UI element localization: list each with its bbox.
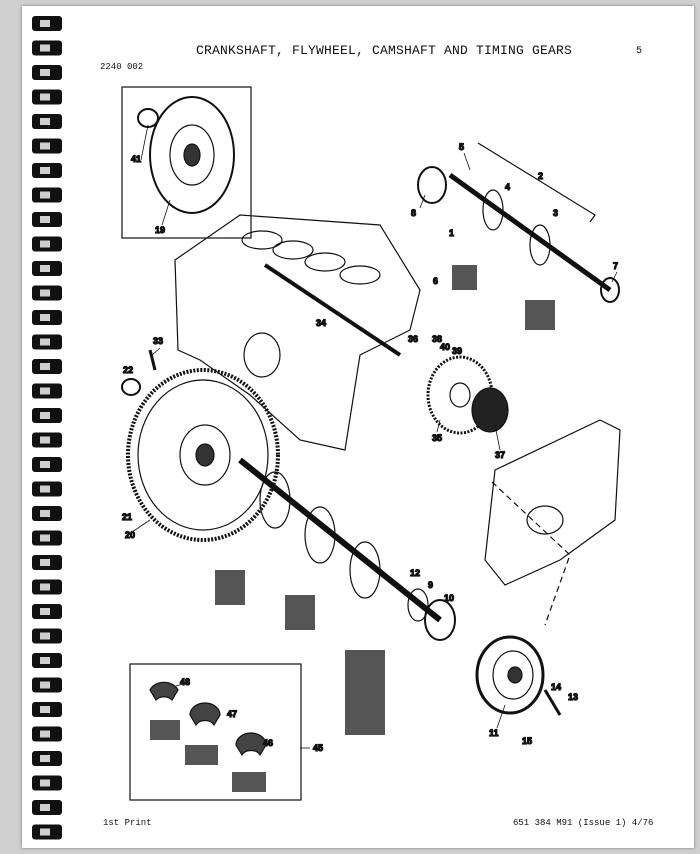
callout-47: 47 bbox=[227, 709, 237, 719]
binding-hole bbox=[40, 216, 50, 223]
flywheel-bolt bbox=[148, 349, 157, 371]
callout-35: 35 bbox=[432, 433, 442, 443]
binding-hole bbox=[40, 44, 50, 52]
callout-1: 1 bbox=[449, 228, 454, 238]
binding-hole bbox=[40, 755, 50, 762]
flywheel-ring-gear bbox=[126, 368, 280, 542]
callout-48: 48 bbox=[180, 677, 190, 687]
engine-block bbox=[174, 214, 421, 451]
timing-cover-seal bbox=[526, 505, 564, 535]
callout-12: 12 bbox=[410, 568, 420, 578]
alignment-dashed-line bbox=[491, 481, 571, 626]
binding-hole bbox=[40, 828, 50, 836]
pilot-bearing bbox=[121, 378, 141, 396]
callout-39: 39 bbox=[452, 346, 462, 356]
page-title: CRANKSHAFT, FLYWHEEL, CAMSHAFT AND TIMIN… bbox=[196, 43, 573, 58]
callout-36: 36 bbox=[408, 334, 418, 344]
binding-hole bbox=[40, 167, 50, 174]
timing-cover bbox=[484, 419, 621, 586]
binding-hole bbox=[40, 93, 50, 101]
binding-hole bbox=[40, 412, 50, 419]
callout-2: 2 bbox=[538, 171, 543, 181]
callout-14: 14 bbox=[551, 682, 561, 692]
binding-hole bbox=[40, 142, 50, 150]
binding-hole bbox=[40, 69, 50, 76]
callout-labels: 41 19 5 2 4 3 8 1 6 7 33 22 34 36 38 40 … bbox=[121, 141, 618, 753]
binding-hole bbox=[40, 20, 50, 27]
binding-hole bbox=[40, 289, 50, 297]
callout-34: 34 bbox=[316, 318, 326, 328]
binding-hole bbox=[40, 265, 50, 272]
callout-10: 10 bbox=[444, 593, 454, 603]
callout-8: 8 bbox=[411, 208, 416, 218]
binding-hole bbox=[40, 608, 50, 615]
binding-hole bbox=[40, 730, 50, 738]
print-edition: 1st Print bbox=[103, 818, 152, 828]
binding-hole bbox=[40, 485, 50, 493]
callout-6: 6 bbox=[433, 276, 438, 286]
callout-11: 11 bbox=[489, 728, 499, 738]
callout-4: 4 bbox=[505, 182, 510, 192]
binding-hole bbox=[40, 240, 50, 248]
callout-3: 3 bbox=[553, 208, 558, 218]
binding-hole bbox=[40, 534, 50, 542]
callout-46: 46 bbox=[263, 738, 273, 748]
binding-hole bbox=[40, 387, 50, 395]
camshaft-gear bbox=[426, 355, 509, 435]
spiral-binding bbox=[32, 16, 62, 840]
flywheel-inset bbox=[121, 86, 252, 239]
callout-20: 20 bbox=[125, 530, 135, 540]
page-number: 5 bbox=[636, 46, 643, 57]
callout-21: 21 bbox=[122, 512, 132, 522]
callout-9: 9 bbox=[428, 580, 433, 590]
crankshaft-pulley bbox=[475, 635, 562, 716]
document-number: 651 384 M91 (Issue 1) 4/76 bbox=[513, 818, 654, 828]
binding-hole bbox=[40, 461, 50, 468]
callout-40: 40 bbox=[440, 342, 450, 352]
binding-hole bbox=[40, 363, 50, 370]
callout-45: 45 bbox=[313, 743, 323, 753]
callout-13: 13 bbox=[568, 692, 578, 702]
binding-hole bbox=[40, 657, 50, 664]
binding-hole bbox=[40, 804, 50, 811]
callout-19: 19 bbox=[155, 225, 165, 235]
callout-38: 38 bbox=[432, 334, 442, 344]
illustration-reference: 2240 002 bbox=[100, 62, 144, 72]
binding-hole bbox=[40, 681, 50, 689]
binding-hole bbox=[40, 706, 50, 713]
binding-hole bbox=[40, 436, 50, 444]
callout-5: 5 bbox=[459, 142, 464, 152]
binding-hole bbox=[40, 510, 50, 517]
callout-41: 41 bbox=[131, 154, 141, 164]
binding-hole bbox=[40, 632, 50, 640]
leader-lines bbox=[131, 124, 618, 749]
bearings-inset bbox=[129, 663, 302, 801]
binding-hole bbox=[40, 338, 50, 346]
binding-hole bbox=[40, 191, 50, 199]
binding-hole bbox=[40, 118, 50, 125]
binding-hole bbox=[40, 559, 50, 566]
binding-hole bbox=[40, 583, 50, 591]
binding-hole bbox=[40, 779, 50, 787]
bearing-caps bbox=[215, 265, 555, 735]
callout-37: 37 bbox=[495, 450, 505, 460]
callout-15: 15 bbox=[522, 736, 532, 746]
callout-7: 7 bbox=[613, 261, 618, 271]
main-crankshaft bbox=[238, 457, 456, 641]
binding-hole bbox=[40, 314, 50, 321]
callout-33: 33 bbox=[153, 336, 163, 346]
upper-crankshaft bbox=[417, 142, 620, 303]
callout-22: 22 bbox=[123, 365, 133, 375]
